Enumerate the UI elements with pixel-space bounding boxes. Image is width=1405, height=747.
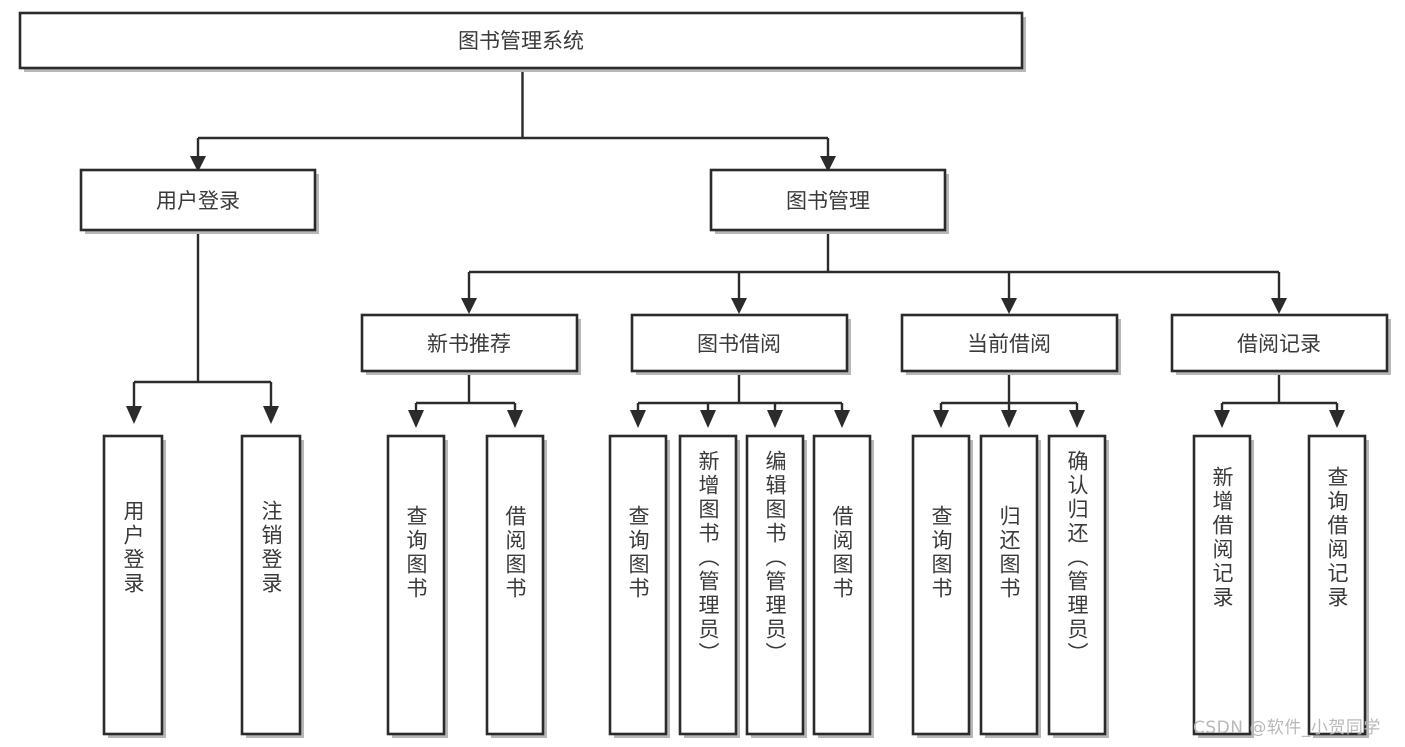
node-leaf-5[interactable]: 查询图书: [608, 434, 670, 738]
node-leaf-3-label: 查询图书: [404, 505, 428, 601]
node-bookmgmt-label: 图书管理: [786, 189, 870, 213]
arrow-to-bookmgmt: [820, 156, 836, 172]
arrow-leaf-6: [700, 410, 716, 428]
node-bookmgmt-box: [709, 168, 947, 232]
node-leaf-4-label: 借阅图书: [503, 505, 527, 601]
node-leaf-2-box: [240, 434, 302, 736]
node-leaf-1-box: [102, 434, 164, 736]
arrow-to-current: [1001, 298, 1017, 314]
node-leaf-13-label: 查询借阅记录: [1325, 466, 1349, 610]
node-leaf-11-label: 确认归还（管理员）: [1065, 450, 1089, 666]
node-current-box: [900, 313, 1119, 373]
node-leaf-5-label: 查询图书: [626, 505, 650, 601]
node-leaf-12[interactable]: 新增借阅记录: [1192, 434, 1254, 738]
node-current[interactable]: 当前借阅: [900, 313, 1121, 375]
node-leaf-11-box: [1047, 434, 1107, 736]
node-records-label: 借阅记录: [1237, 332, 1321, 356]
node-leaf-12-box: [1192, 434, 1252, 736]
arrow-to-records: [1271, 298, 1287, 314]
arrow-to-login: [190, 156, 206, 172]
node-leaf-3[interactable]: 查询图书: [386, 434, 448, 738]
arrow-leaf-7: [767, 410, 783, 428]
node-leaf-8-box: [812, 434, 872, 736]
node-leaf-3-box: [386, 434, 446, 736]
node-leaf-2-label: 注销登录: [259, 500, 283, 596]
node-leaf-7-label: 编辑图书（管理员）: [763, 450, 787, 666]
node-leaf-10-box: [979, 434, 1039, 736]
arrow-leaf-1: [126, 406, 142, 424]
arrow-leaf-8: [834, 410, 850, 428]
connector-group: [126, 68, 1345, 428]
node-leaf-6-label: 新增图书（管理员）: [696, 450, 720, 666]
node-leaf-9-box: [911, 434, 971, 736]
arrow-leaf-9: [933, 410, 949, 428]
node-borrow-label: 图书借阅: [697, 332, 781, 356]
node-newbook-label: 新书推荐: [427, 332, 511, 356]
node-root[interactable]: 图书管理系统: [18, 11, 1026, 72]
node-login[interactable]: 用户登录: [79, 168, 319, 234]
arrow-leaf-2: [263, 406, 279, 424]
node-root-label: 图书管理系统: [458, 29, 584, 53]
node-leaf-5-box: [608, 434, 668, 736]
node-leaf-9[interactable]: 查询图书: [911, 434, 973, 738]
node-leaf-13-box: [1307, 434, 1367, 736]
node-leaf-11[interactable]: 确认归还（管理员）: [1047, 434, 1109, 738]
node-leaf-6-box: [678, 434, 738, 736]
node-newbook-box: [360, 313, 579, 373]
node-leaf-7-box: [745, 434, 805, 736]
node-records[interactable]: 借阅记录: [1170, 313, 1391, 375]
node-root-box: [18, 11, 1024, 70]
arrow-leaf-11: [1069, 410, 1085, 428]
arrow-leaf-4: [507, 410, 523, 428]
node-leaf-8-label: 借阅图书: [830, 505, 854, 601]
node-leaf-10[interactable]: 归还图书: [979, 434, 1041, 738]
arrow-leaf-5: [630, 410, 646, 428]
arrow-leaf-12: [1214, 410, 1230, 428]
node-borrow[interactable]: 图书借阅: [630, 313, 851, 375]
node-current-label: 当前借阅: [967, 332, 1051, 356]
node-bookmgmt[interactable]: 图书管理: [709, 168, 949, 234]
node-leaf-12-label: 新增借阅记录: [1210, 466, 1234, 610]
node-borrow-box: [630, 313, 849, 373]
node-leaf-1[interactable]: 用户登录: [102, 434, 166, 738]
node-newbook[interactable]: 新书推荐: [360, 313, 581, 375]
node-leaf-8[interactable]: 借阅图书: [812, 434, 874, 738]
watermark-label: CSDN @软件_小贺同学: [1193, 718, 1381, 738]
node-leaf-1-label: 用户登录: [121, 500, 145, 596]
node-leaf-13[interactable]: 查询借阅记录: [1307, 434, 1369, 738]
node-leaf-10-label: 归还图书: [997, 505, 1021, 601]
node-login-box: [79, 168, 317, 232]
arrow-leaf-10: [1001, 410, 1017, 428]
node-records-box: [1170, 313, 1389, 373]
node-leaf-7[interactable]: 编辑图书（管理员）: [745, 434, 807, 738]
arrow-leaf-3: [408, 410, 424, 428]
node-leaf-4[interactable]: 借阅图书: [485, 434, 547, 738]
node-leaf-9-label: 查询图书: [929, 505, 953, 601]
arrow-to-borrow: [731, 298, 747, 314]
arrow-to-newbook: [461, 298, 477, 314]
arrow-leaf-13: [1329, 410, 1345, 428]
node-leaf-6[interactable]: 新增图书（管理员）: [678, 434, 740, 738]
node-leaf-2[interactable]: 注销登录: [240, 434, 304, 738]
node-login-label: 用户登录: [156, 189, 240, 213]
node-leaf-4-box: [485, 434, 545, 736]
